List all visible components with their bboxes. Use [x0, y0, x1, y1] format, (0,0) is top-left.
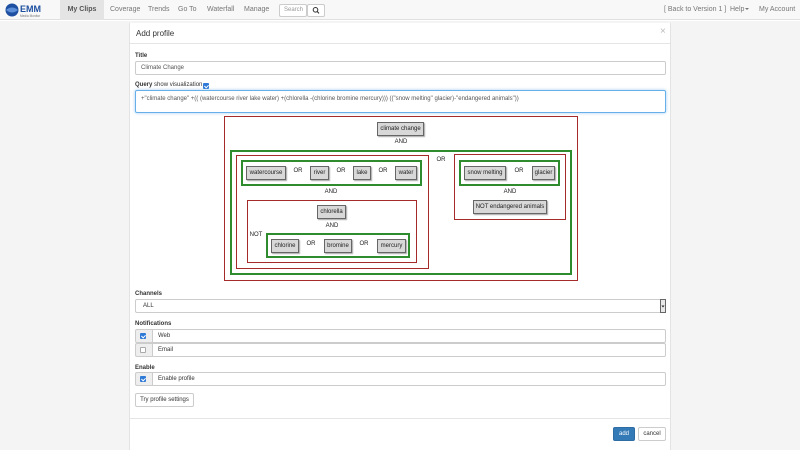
account-label: My Account: [759, 6, 796, 13]
op-and: AND: [324, 189, 338, 195]
show-visualization-checkbox[interactable]: [203, 83, 209, 89]
tab-my-clips[interactable]: My Clips: [60, 0, 104, 20]
svg-text:EMM: EMM: [20, 4, 41, 14]
help-label: Help: [730, 6, 745, 13]
try-profile-settings-button[interactable]: Try profile settings: [135, 393, 194, 407]
term-snow-melting: snow melting: [464, 166, 506, 180]
add-button[interactable]: add: [613, 427, 635, 441]
query-label: Query show visualization: [135, 82, 202, 88]
term-lake: lake: [353, 166, 371, 180]
term-climate-change: climate change: [377, 122, 424, 136]
show-visualization-label: show visualization: [154, 82, 203, 88]
query-field[interactable]: +"climate change" +(( (watercourse river…: [135, 90, 666, 113]
term-river: river: [310, 166, 329, 180]
and-box-right: [454, 154, 566, 220]
modal-header-divider: [130, 43, 670, 44]
title-field[interactable]: Climate Change: [135, 61, 666, 75]
op-and: AND: [394, 139, 408, 145]
enable-profile-checkbox[interactable]: [140, 376, 146, 382]
back-to-version-link[interactable]: [ Back to Version 1 ]: [664, 6, 727, 13]
op-or: OR: [436, 157, 446, 163]
op-or: OR: [359, 241, 369, 247]
enable-profile-field: Enable profile: [152, 372, 666, 386]
search-button[interactable]: [307, 4, 325, 17]
op-and: AND: [503, 189, 517, 195]
or-box-snow-terms: [459, 160, 560, 186]
tab-waterfall[interactable]: Waterfall: [207, 6, 235, 13]
term-mercury: mercury: [377, 239, 406, 253]
op-not: NOT: [249, 232, 263, 238]
notifications-label: Notifications: [135, 321, 172, 327]
op-or: OR: [514, 168, 524, 174]
chevron-down-icon: [745, 8, 750, 11]
or-box-not-terms: [266, 233, 410, 258]
term-water: water: [395, 166, 417, 180]
op-and: AND: [325, 223, 339, 229]
title-label: Title: [135, 53, 148, 59]
term-chlorine: chlorine: [271, 239, 299, 253]
account-menu[interactable]: My Account: [759, 0, 800, 31]
op-or: OR: [293, 168, 303, 174]
tab-trends[interactable]: Trends: [148, 6, 170, 13]
email-checkbox[interactable]: [140, 347, 146, 353]
and-box-outer: [224, 116, 578, 281]
svg-text:Media Monitor: Media Monitor: [20, 14, 41, 18]
email-notification-field: Email: [152, 343, 666, 357]
op-or: OR: [336, 168, 346, 174]
or-box-main: [230, 150, 572, 275]
emm-logo[interactable]: EMM Media Monitor: [4, 2, 56, 18]
or-box-water-terms: [241, 160, 422, 186]
cancel-button[interactable]: cancel: [638, 427, 666, 441]
term-bromine: bromine: [324, 239, 352, 253]
term-chlorella: chlorella: [317, 205, 346, 219]
op-or: OR: [378, 168, 388, 174]
tab-manage[interactable]: Manage: [244, 6, 270, 13]
chevron-down-icon: [661, 305, 665, 308]
channels-label: Channels: [135, 291, 163, 297]
close-icon[interactable]: ×: [660, 26, 666, 37]
channels-dropdown-toggle[interactable]: [660, 299, 666, 313]
search-input[interactable]: Search: [279, 4, 307, 17]
and-box-chlorella: [247, 200, 417, 263]
op-or: OR: [306, 241, 316, 247]
term-not-endangered-animals: NOT endangered animals: [473, 200, 547, 214]
term-glacier: glacier: [532, 166, 555, 180]
channels-select[interactable]: ALL: [135, 299, 666, 313]
search-icon: [312, 7, 320, 14]
tab-go-to[interactable]: Go To: [178, 6, 197, 13]
help-menu[interactable]: Help: [730, 0, 750, 20]
web-checkbox[interactable]: [140, 333, 146, 339]
enable-label: Enable: [135, 365, 155, 371]
tab-coverage[interactable]: Coverage: [110, 6, 141, 13]
query-label-text: Query: [135, 82, 153, 88]
and-box-left: [236, 155, 429, 269]
modal-footer-divider: [130, 418, 670, 419]
web-notification-field: Web: [152, 329, 666, 343]
term-watercourse: watercourse: [246, 166, 286, 180]
modal-title: Add profile: [136, 29, 175, 38]
top-navbar: EMM Media Monitor My Clips Coverage Tren…: [0, 0, 800, 31]
